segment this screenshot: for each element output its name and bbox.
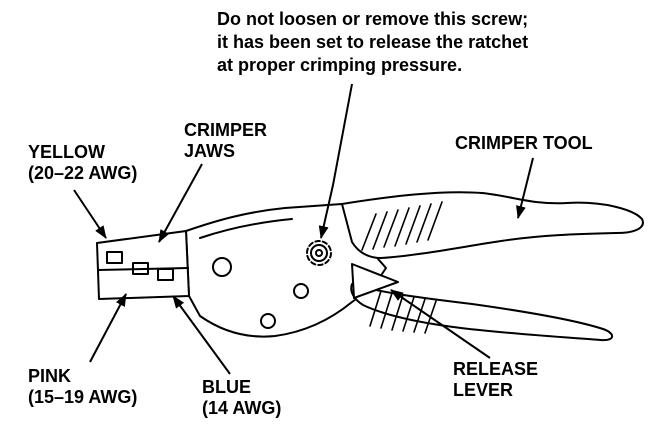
label-pink-awg: PINK (15–19 AWG) [28, 366, 137, 408]
note-line-2: it has been set to release the ratchet [217, 32, 529, 52]
pivot-hole [212, 257, 232, 277]
tool-body-shape [185, 203, 387, 338]
upper-handle-grip-hatching [361, 201, 443, 251]
ratchet-screw [306, 240, 332, 266]
screw-warning-note: Do not loosen or remove this screw; it h… [217, 8, 528, 77]
label-release-lever-line1: RELEASE [453, 359, 539, 379]
note-line-3: at proper crimping pressure. [217, 55, 463, 75]
label-yellow-awg: YELLOW (20–22 AWG) [28, 142, 137, 184]
upper-handle-shape [341, 191, 644, 259]
label-yellow-title: YELLOW [28, 142, 105, 162]
body-hole-lower [260, 313, 276, 329]
leader-crimper-jaws-arrow [158, 163, 203, 243]
release-lever-shape [351, 263, 399, 299]
jaw-die-yellow [106, 251, 123, 264]
label-crimper-jaws: CRIMPER JAWS [184, 120, 267, 162]
leader-release-lever-arrow [390, 289, 491, 359]
leader-pink-arrow [89, 293, 127, 363]
body-contour-line [199, 218, 293, 239]
label-crimper-tool: CRIMPER TOOL [455, 133, 593, 154]
leader-screw-note-arrow [318, 83, 353, 239]
label-pink-title: PINK [28, 366, 72, 386]
label-crimper-jaws-line1: CRIMPER [184, 120, 268, 140]
jaw-die-blue [157, 268, 174, 281]
jaw-die-pink [132, 262, 149, 275]
label-blue-awg: BLUE (14 AWG) [202, 377, 281, 419]
body-hole-right [293, 283, 309, 299]
label-release-lever-line2: LEVER [453, 380, 514, 400]
leader-yellow-arrow [73, 189, 107, 239]
label-pink-detail: (15–19 AWG) [28, 387, 138, 407]
leader-blue-arrow [172, 295, 231, 375]
jaw-head-shape [96, 230, 190, 300]
label-crimper-tool-title: CRIMPER TOOL [455, 133, 593, 153]
label-blue-detail: (14 AWG) [202, 398, 282, 418]
lower-handle-shape [350, 283, 614, 342]
label-release-lever: RELEASE LEVER [453, 359, 538, 401]
label-crimper-jaws-line2: JAWS [184, 141, 236, 161]
leader-lines [73, 83, 534, 375]
label-blue-title: BLUE [202, 377, 251, 397]
label-yellow-detail: (20–22 AWG) [28, 163, 138, 183]
leader-crimper-tool-arrow [516, 157, 534, 219]
note-line-1: Do not loosen or remove this screw; [217, 9, 529, 29]
